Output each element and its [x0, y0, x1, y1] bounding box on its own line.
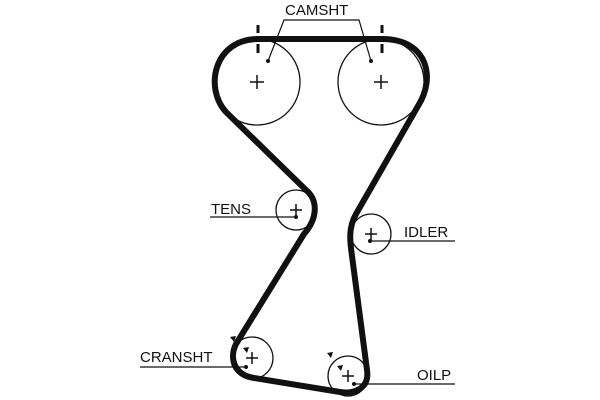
timing-belt: [211, 36, 430, 396]
leader-dots: [244, 59, 373, 386]
timing-marks: [256, 25, 384, 53]
center-crosses: [246, 75, 388, 382]
label-idler: IDLER: [404, 224, 448, 241]
label-tensioner: TENS: [211, 201, 251, 218]
label-camshaft: CAMSHT: [285, 2, 348, 19]
label-oil-pump: OILP: [417, 367, 451, 384]
label-crankshaft: CRANSHT: [140, 349, 213, 366]
leader-lines: [140, 19, 455, 385]
rotation-arrows: [230, 336, 343, 371]
